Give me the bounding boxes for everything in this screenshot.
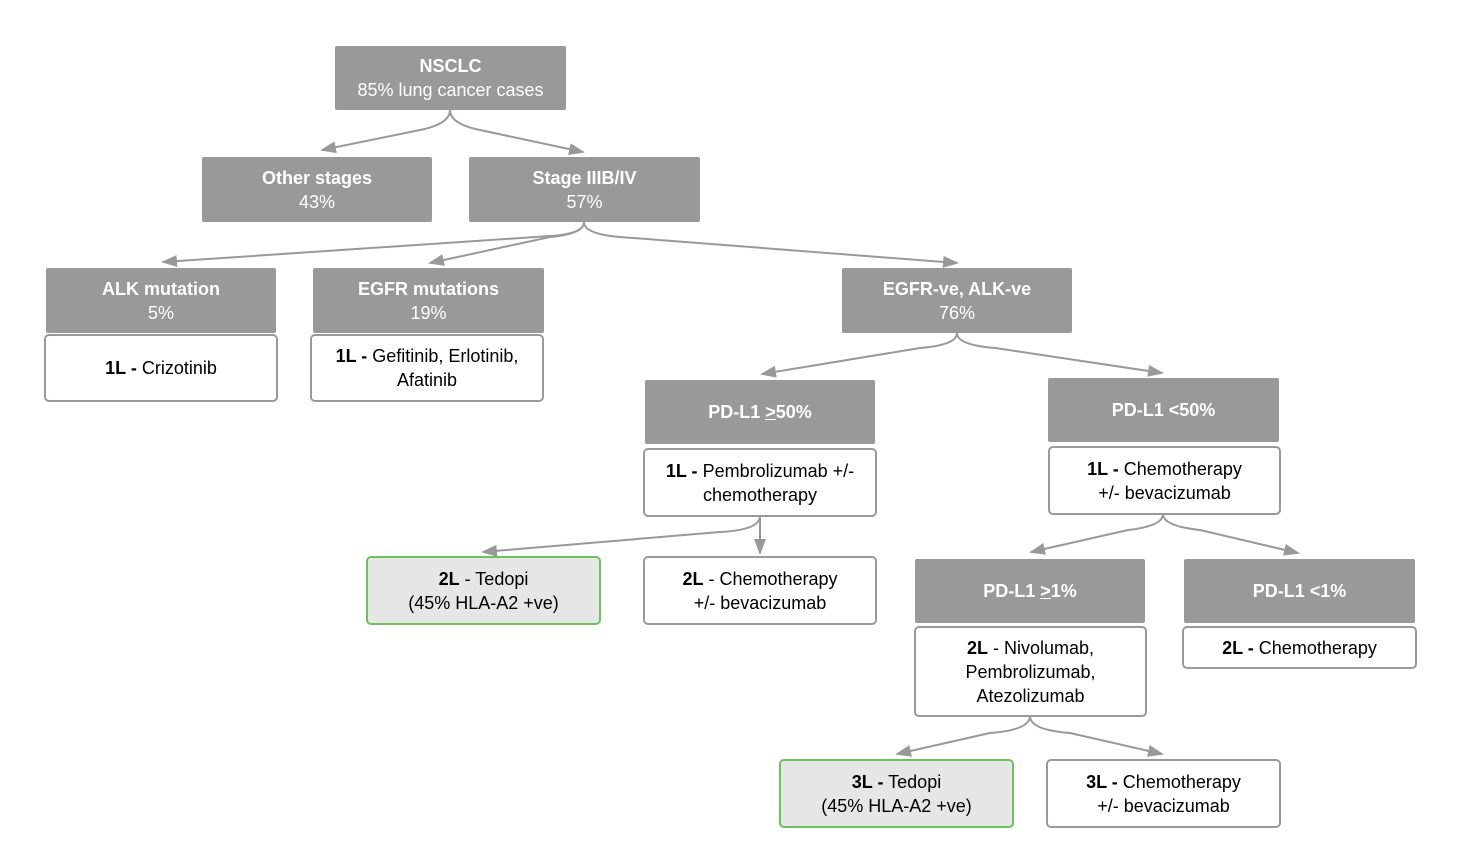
node-pdl1-ge-50: PD-L1 >50% <box>645 380 875 444</box>
drug-text: Chemotherapy <box>1118 458 1242 479</box>
drug-text: (45% HLA-A2 +ve) <box>408 592 559 613</box>
arrow-pdl1hi-chemo3 <box>1029 715 1164 757</box>
treatment-text: 2L - Tedopi <box>439 567 529 591</box>
node-alk-treatment: 1L - Crizotinib <box>44 334 278 402</box>
node-pdl1-ge-1-treatment: 2L - Nivolumab, Pembrolizumab, Atezolizu… <box>914 626 1147 717</box>
arrow-nsclc-other <box>320 109 451 154</box>
line-label: 1L - <box>1087 458 1119 479</box>
drug-text: Chemotherapy <box>1253 637 1377 658</box>
node-nsclc: NSCLC 85% lung cancer cases <box>335 46 566 110</box>
title-symbol: > <box>1040 581 1051 601</box>
node-pdl1-ge-1: PD-L1 >1% <box>915 559 1145 623</box>
node-2l-chemotherapy: 2L - Chemotherapy +/- bevacizumab <box>643 556 877 625</box>
node-title: Other stages <box>261 167 373 188</box>
line-label: 2L <box>966 637 988 658</box>
drug-text: - Chemotherapy <box>703 568 838 589</box>
arrow-nsclc-stage <box>449 109 585 155</box>
drug-text: Tedopi <box>883 771 942 792</box>
drug-text: Gefitinib, Erlotinib, <box>367 346 519 366</box>
line-label: 3L - <box>851 771 884 792</box>
title-suffix: 1% <box>1050 581 1077 601</box>
line-label: 1L - <box>335 346 368 366</box>
node-3l-tedopi: 3L - Tedopi (45% HLA-A2 +ve) <box>779 759 1014 828</box>
node-other-stages: Other stages 43% <box>202 157 432 222</box>
drug-text: +/- bevacizumab <box>1097 795 1230 816</box>
title-prefix: PD-L1 <box>983 581 1041 601</box>
arrow-pdl50lo-pdl1lo <box>1162 513 1300 556</box>
node-title: ALK mutation <box>102 278 220 299</box>
node-egfr-neg-alk-neg: EGFR-ve, ALK-ve 76% <box>842 268 1072 333</box>
arrow-stage-alk <box>161 221 585 268</box>
arrow-pdl50lo-pdl1hi <box>1029 513 1164 555</box>
arrow-neg-pdl50hi <box>760 332 958 378</box>
node-alk-mutation: ALK mutation 5% <box>46 268 276 333</box>
node-stage-iiib-iv: Stage IIIB/IV 57% <box>469 157 700 222</box>
node-subtitle: 43% <box>298 191 336 212</box>
arrow-neg-pdl50lo <box>956 332 1164 377</box>
drug-text: - Tedopi <box>459 568 529 589</box>
drug-text: Pembrolizumab +/- <box>697 460 855 481</box>
title-prefix: PD-L1 <box>708 402 766 422</box>
treatment-text: 2L - Nivolumab, <box>967 636 1094 660</box>
node-pdl1-lt-1: PD-L1 <1% <box>1184 559 1415 623</box>
node-title: EGFR-ve, ALK-ve <box>882 278 1032 299</box>
node-pdl1-lt-50-treatment: 1L - Chemotherapy +/- bevacizumab <box>1048 446 1281 515</box>
node-subtitle: 85% lung cancer cases <box>357 80 544 100</box>
drug-text: chemotherapy <box>702 484 818 505</box>
drug-text: (45% HLA-A2 +ve) <box>821 795 972 816</box>
node-title: PD-L1 >50% <box>708 400 812 424</box>
node-subtitle: 5% <box>147 302 174 323</box>
title-symbol: > <box>765 402 776 422</box>
line-label: 2L <box>682 568 704 589</box>
line-label: 3L - <box>1086 771 1118 792</box>
treatment-text: 3L - Chemotherapy <box>1086 770 1241 794</box>
line-label: 1L - <box>665 460 698 481</box>
arrow-pdl1hi-tedopi3 <box>895 715 1031 757</box>
node-title: PD-L1 >1% <box>983 579 1077 603</box>
arrow-pdl50hi-tedopi <box>481 515 761 557</box>
node-pdl1-ge-50-treatment: 1L - Pembrolizumab +/- chemotherapy <box>643 448 877 517</box>
drug-text: +/- bevacizumab <box>693 592 827 613</box>
treatment-text: 1L - Pembrolizumab +/- <box>666 459 854 483</box>
treatment-text: 3L - Tedopi <box>852 770 941 794</box>
line-label: 2L - <box>1222 637 1254 658</box>
node-title: EGFR mutations <box>357 278 499 299</box>
drug-text: Chemotherapy <box>1117 771 1241 792</box>
node-title: Stage IIIB/IV <box>532 167 637 188</box>
drug-text: Afatinib <box>396 370 458 390</box>
drug-text: - Nivolumab, <box>987 637 1095 658</box>
drug-text: Crizotinib <box>136 358 217 378</box>
drug-text: +/- bevacizumab <box>1098 482 1231 503</box>
node-3l-chemotherapy: 3L - Chemotherapy +/- bevacizumab <box>1046 759 1281 828</box>
treatment-text: 1L - Chemotherapy <box>1087 457 1242 481</box>
node-subtitle: 57% <box>566 191 603 212</box>
node-pdl1-lt-1-treatment: 2L - Chemotherapy <box>1182 626 1417 669</box>
treatment-text: 1L - Crizotinib <box>105 356 217 380</box>
line-label: 1L - <box>105 358 137 378</box>
arrow-stage-neg <box>583 221 959 268</box>
node-title: PD-L1 <1% <box>1252 581 1347 601</box>
treatment-text: 2L - Chemotherapy <box>1222 636 1377 660</box>
line-label: 2L <box>438 568 460 589</box>
node-subtitle: 19% <box>410 302 447 323</box>
treatment-text: 1L - Gefitinib, Erlotinib, <box>336 344 519 368</box>
treatment-text: 2L - Chemotherapy <box>682 567 837 591</box>
node-pdl1-lt-50: PD-L1 <50% <box>1048 378 1279 442</box>
node-2l-tedopi: 2L - Tedopi (45% HLA-A2 +ve) <box>366 556 601 625</box>
title-suffix: 50% <box>775 402 812 422</box>
node-subtitle: 76% <box>938 302 976 323</box>
drug-text: Atezolizumab <box>976 685 1085 706</box>
node-title: NSCLC <box>419 56 482 76</box>
node-egfr-mutations: EGFR mutations 19% <box>313 268 544 333</box>
drug-text: Pembrolizumab, <box>965 661 1096 682</box>
node-egfr-treatment: 1L - Gefitinib, Erlotinib, Afatinib <box>310 334 544 402</box>
node-title: PD-L1 <50% <box>1111 400 1216 420</box>
